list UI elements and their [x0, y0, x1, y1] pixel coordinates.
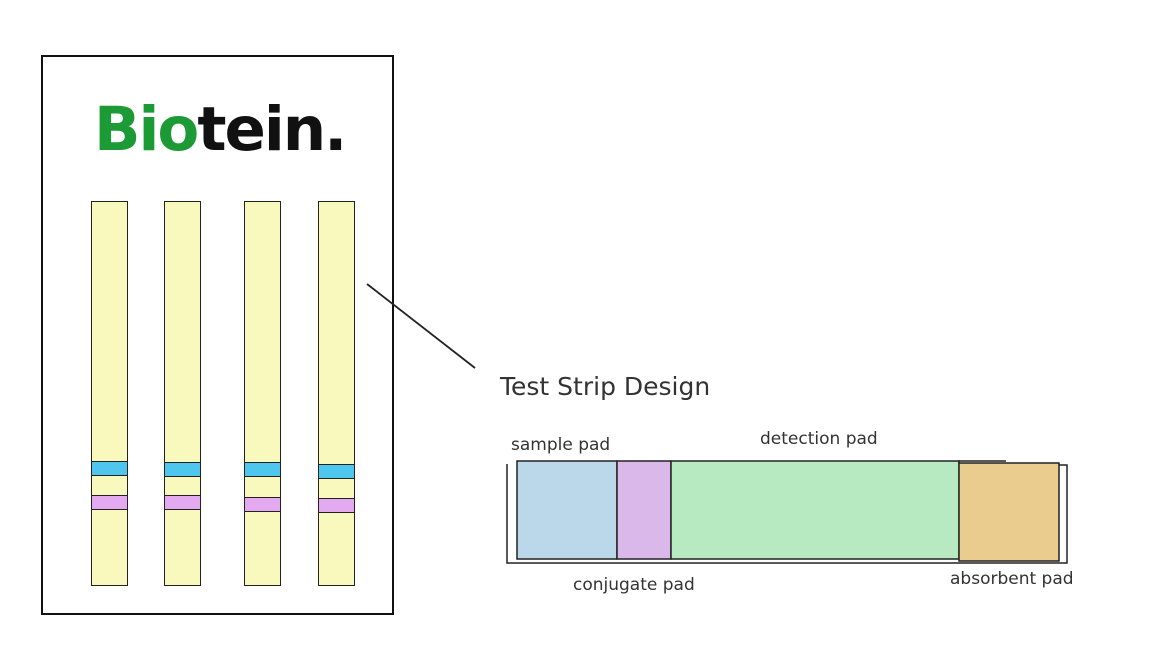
logo-text-tein: tein. — [197, 94, 347, 165]
sample-pad-label: sample pad — [511, 435, 611, 455]
test-strip-1 — [90, 201, 128, 586]
control-line-band — [317, 498, 355, 513]
control-line-band — [90, 495, 128, 510]
backing-card-outline — [506, 464, 1068, 564]
detection-pad — [670, 460, 960, 560]
test-line-band — [90, 461, 128, 476]
control-line-band — [163, 495, 201, 510]
callout-line — [366, 283, 476, 369]
conjugate-pad — [616, 460, 672, 560]
absorbent-pad-label: absorbent pad — [950, 569, 1074, 589]
biotein-logo: Biotein. — [94, 90, 347, 170]
logo-text-bio: Bio — [94, 94, 199, 165]
test-line-band — [317, 464, 355, 479]
test-strip-3 — [243, 201, 281, 586]
absorbent-pad — [958, 462, 1060, 562]
sample-pad — [516, 460, 618, 560]
control-line-band — [243, 497, 281, 512]
conjugate-pad-label: conjugate pad — [573, 575, 695, 595]
test-strip-2 — [163, 201, 201, 586]
test-strip-4 — [317, 201, 355, 586]
test-line-band — [243, 462, 281, 477]
design-title: Test Strip Design — [500, 372, 711, 401]
detection-pad-label: detection pad — [760, 429, 878, 449]
test-line-band — [163, 462, 201, 477]
